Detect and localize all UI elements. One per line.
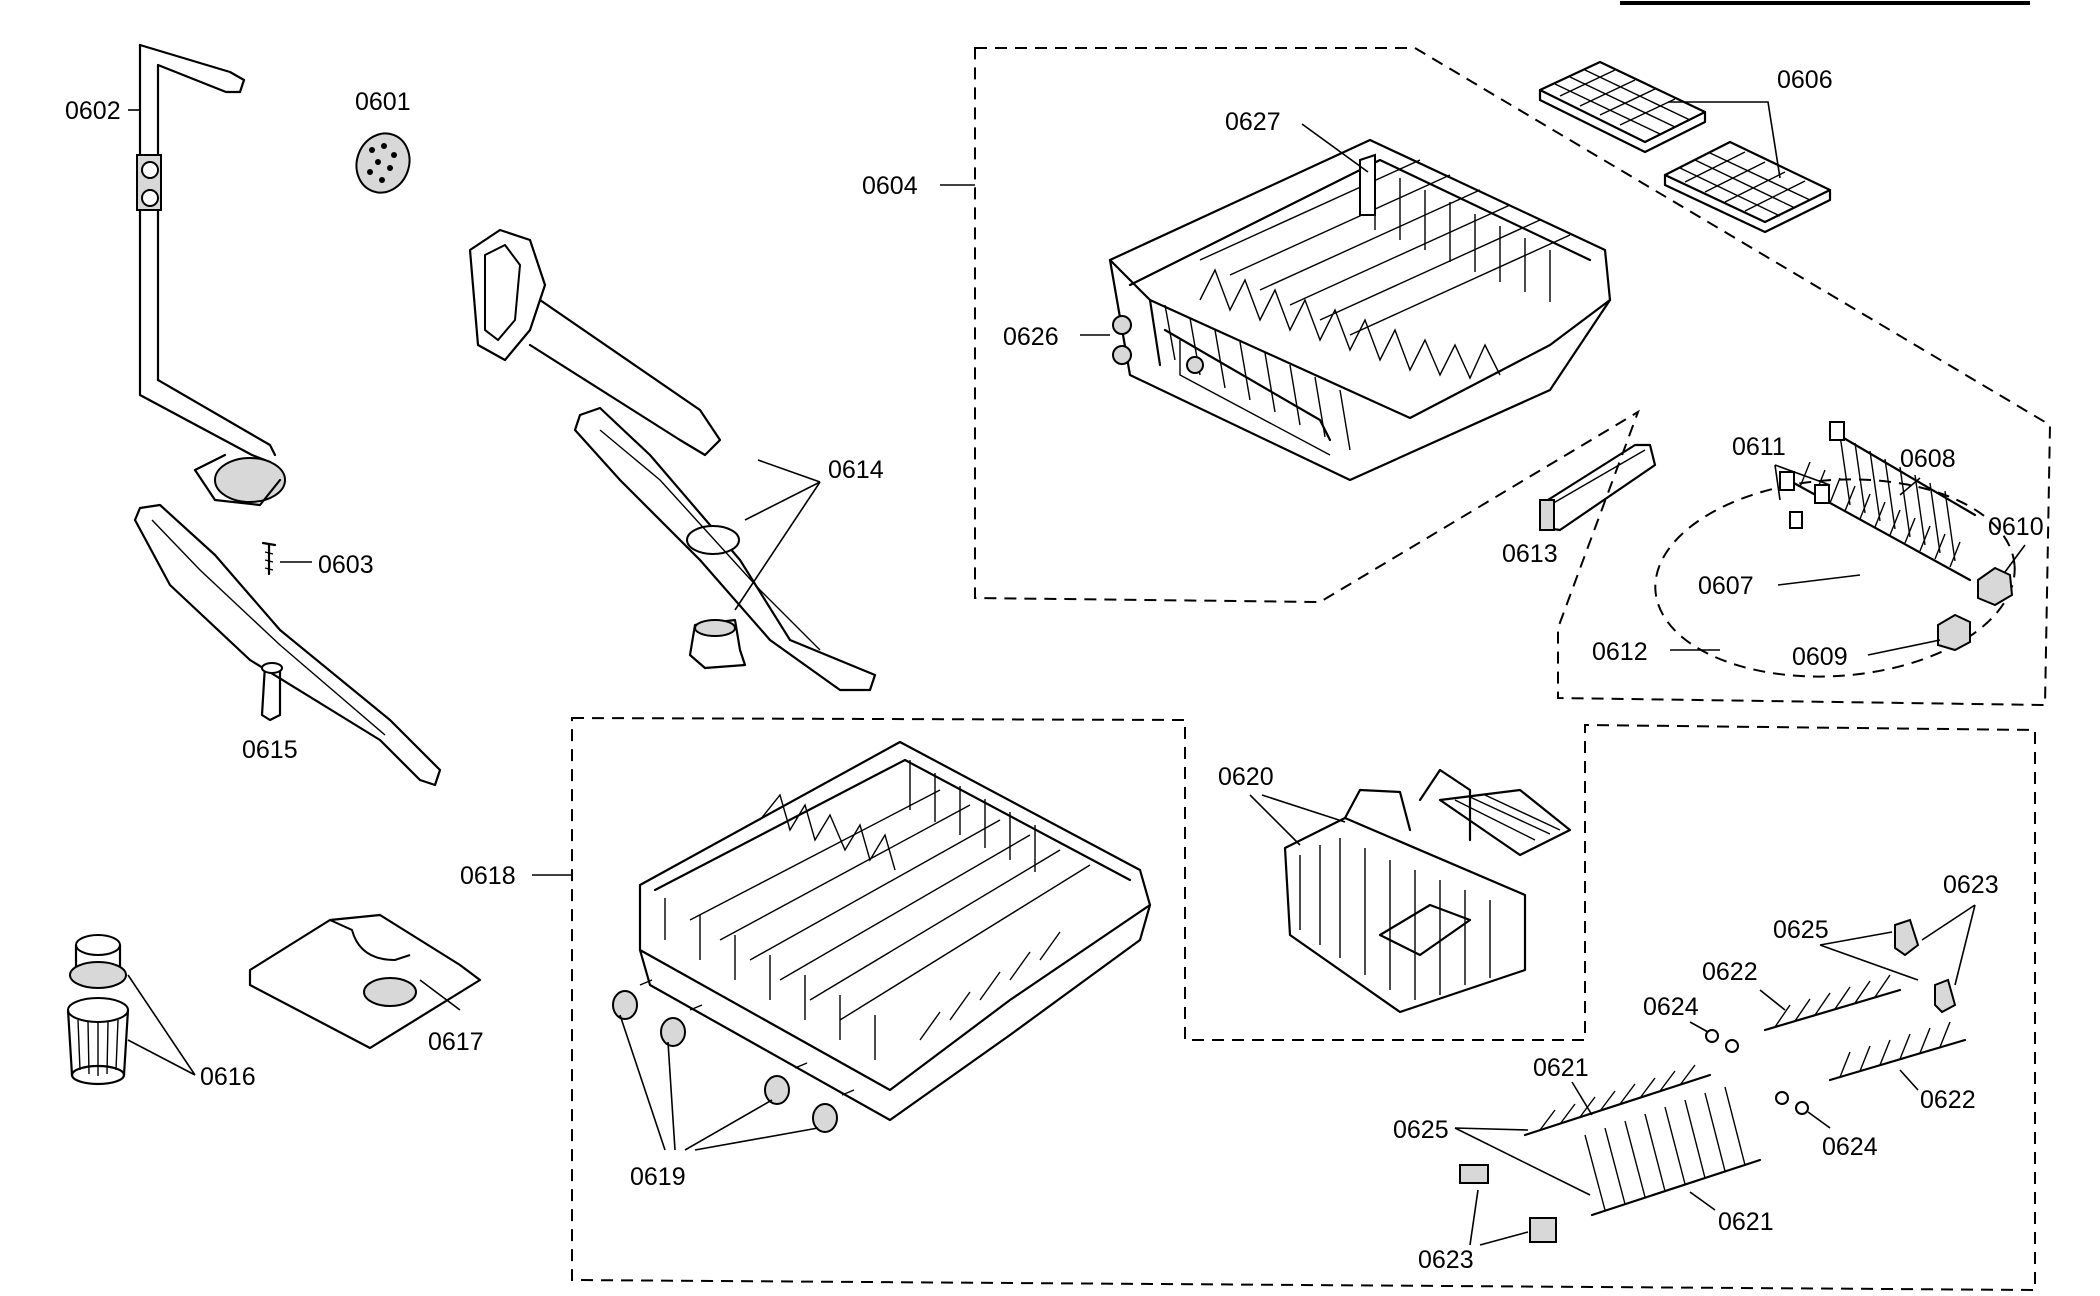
cutlery-basket-part bbox=[1283, 768, 1572, 1014]
label-0616: 0616 bbox=[200, 1063, 256, 1091]
lower-spray-arm-part bbox=[133, 503, 442, 787]
rack-clip-parts bbox=[1937, 566, 2014, 652]
label-0625-upper: 0625 bbox=[1773, 916, 1829, 944]
label-0612: 0612 bbox=[1592, 638, 1648, 666]
label-0606: 0606 bbox=[1777, 66, 1833, 94]
label-0621-lower: 0621 bbox=[1718, 1208, 1774, 1236]
filter-part bbox=[66, 934, 130, 1086]
cup-shelf-parts bbox=[1538, 60, 1832, 234]
filter-cap-part bbox=[355, 132, 411, 194]
label-0607: 0607 bbox=[1698, 572, 1754, 600]
spray-tube-part bbox=[136, 43, 286, 507]
rack-handle-part bbox=[1538, 443, 1657, 532]
label-0620: 0620 bbox=[1218, 763, 1274, 791]
cover-plate-part bbox=[248, 913, 482, 1050]
label-0624-lower: 0624 bbox=[1822, 1133, 1878, 1161]
label-0619: 0619 bbox=[630, 1163, 686, 1191]
label-0623-upper: 0623 bbox=[1943, 871, 1999, 899]
label-0622-upper: 0622 bbox=[1702, 958, 1758, 986]
label-0604: 0604 bbox=[862, 172, 918, 200]
tine-row-group-ellipse bbox=[1654, 478, 2016, 678]
upper-rack-group-box bbox=[974, 47, 2052, 707]
label-0615: 0615 bbox=[242, 736, 298, 764]
label-0614: 0614 bbox=[828, 456, 884, 484]
label-0618: 0618 bbox=[460, 862, 516, 890]
lower-rack-group-box bbox=[571, 716, 2036, 1292]
label-0623-lower: 0623 bbox=[1418, 1246, 1474, 1274]
label-0610: 0610 bbox=[1988, 513, 2044, 541]
label-0602: 0602 bbox=[65, 97, 121, 125]
fold-down-tine-parts bbox=[1459, 918, 1967, 1243]
label-0621-upper: 0621 bbox=[1533, 1054, 1589, 1082]
label-0627: 0627 bbox=[1225, 108, 1281, 136]
label-0608: 0608 bbox=[1900, 445, 1956, 473]
upper-spray-arm-part bbox=[468, 228, 877, 692]
label-0622-lower: 0622 bbox=[1920, 1086, 1976, 1114]
label-0617: 0617 bbox=[428, 1028, 484, 1056]
rack-wheel-parts bbox=[612, 979, 855, 1133]
upper-rack-part bbox=[1108, 138, 1612, 482]
label-0601: 0601 bbox=[355, 88, 411, 116]
label-0624-upper: 0624 bbox=[1643, 993, 1699, 1021]
screw-part bbox=[261, 541, 277, 576]
tine-row-parts bbox=[1779, 421, 1977, 582]
label-0609: 0609 bbox=[1792, 643, 1848, 671]
label-0626: 0626 bbox=[1003, 323, 1059, 351]
label-0611: 0611 bbox=[1732, 433, 1786, 461]
lower-rack-part bbox=[638, 740, 1152, 1122]
label-0625-lower: 0625 bbox=[1393, 1116, 1449, 1144]
label-0603: 0603 bbox=[318, 551, 374, 579]
label-0613: 0613 bbox=[1502, 540, 1558, 568]
